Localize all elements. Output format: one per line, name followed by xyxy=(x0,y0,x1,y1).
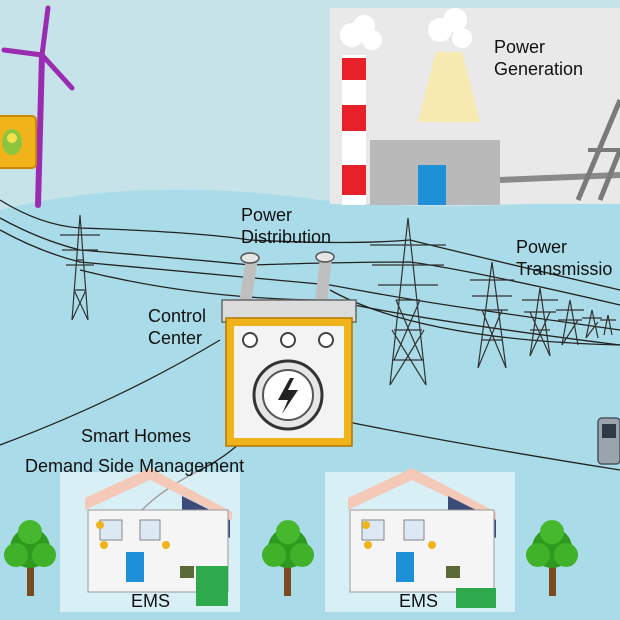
smart-homes-label: Smart Homes xyxy=(81,426,192,446)
power-transmission-line-2: Transmissio xyxy=(516,259,613,279)
tree-icon xyxy=(262,520,314,596)
solar-panel-icon xyxy=(0,115,37,169)
power-generation-line-2: Generation xyxy=(494,59,584,79)
control-center-label: Control Center xyxy=(148,305,206,349)
ems-label-left: EMS xyxy=(131,591,171,611)
power-distribution-line-2: Distribution xyxy=(241,227,332,247)
lightning-bolt-icon xyxy=(278,378,298,414)
control-center-line-1: Control xyxy=(148,306,207,326)
tree-icon xyxy=(4,520,56,596)
wind-turbine-icon xyxy=(1,5,75,208)
demand-side-management-label: Demand Side Management xyxy=(25,456,245,476)
smart-home-icon xyxy=(60,468,240,612)
power-generation-label: Power Generation xyxy=(494,36,583,80)
power-distribution-line-1: Power xyxy=(241,205,293,225)
control-center-line-2: Center xyxy=(148,328,203,348)
transmission-tower-icon xyxy=(60,214,616,386)
meter-device-icon xyxy=(597,417,620,465)
power-transmission-label: Power Transmissio xyxy=(516,236,612,280)
power-plant-icon xyxy=(330,8,620,205)
power-generation-line-1: Power xyxy=(494,37,546,57)
power-transmission-line-1: Power xyxy=(516,237,568,257)
tree-icon xyxy=(526,520,578,596)
smart-home-icon xyxy=(325,468,515,612)
ems-label-right: EMS xyxy=(399,591,439,611)
power-distribution-label: Power Distribution xyxy=(241,204,331,248)
